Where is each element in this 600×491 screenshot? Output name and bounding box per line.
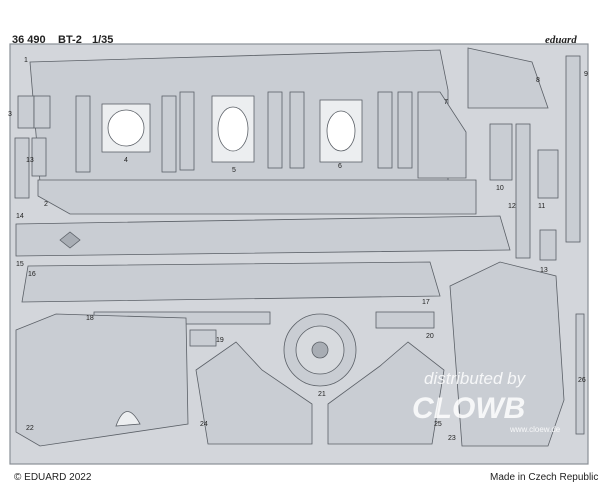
rib bbox=[267, 91, 283, 169]
part-26 bbox=[575, 313, 585, 435]
svg-text:6: 6 bbox=[338, 163, 342, 170]
svg-text:10: 10 bbox=[496, 185, 504, 192]
svg-text:22: 22 bbox=[26, 425, 34, 432]
kit-name: BT-2 bbox=[58, 34, 82, 46]
copyright-text: © EDUARD 2022 bbox=[14, 472, 92, 483]
part-25 bbox=[327, 341, 445, 445]
svg-text:12: 12 bbox=[508, 203, 516, 210]
part-3 bbox=[33, 95, 51, 129]
svg-text:11: 11 bbox=[538, 203, 545, 210]
part-10 bbox=[489, 123, 513, 181]
part-13 bbox=[14, 137, 30, 199]
svg-text:17: 17 bbox=[422, 299, 430, 306]
svg-text:5: 5 bbox=[232, 167, 236, 174]
svg-text:9: 9 bbox=[584, 71, 588, 78]
svg-text:21: 21 bbox=[318, 391, 326, 398]
svg-text:2: 2 bbox=[44, 201, 48, 208]
svg-text:3: 3 bbox=[8, 111, 12, 118]
rib bbox=[75, 95, 91, 173]
svg-text:4: 4 bbox=[124, 157, 128, 164]
svg-text:14: 14 bbox=[16, 213, 24, 220]
part-13 bbox=[539, 229, 557, 261]
rib bbox=[161, 95, 177, 173]
part-number: 1 bbox=[24, 57, 28, 64]
svg-text:13: 13 bbox=[26, 157, 34, 164]
part-16 bbox=[21, 261, 441, 303]
part-9 bbox=[565, 55, 581, 243]
brand-logo: eduard bbox=[545, 34, 577, 46]
rib bbox=[289, 91, 305, 169]
part-8 bbox=[467, 47, 549, 109]
part-20 bbox=[375, 311, 435, 329]
svg-text:7: 7 bbox=[444, 99, 448, 106]
part-13 bbox=[31, 137, 47, 177]
svg-text:25: 25 bbox=[434, 421, 442, 428]
part-22 bbox=[15, 313, 189, 447]
svg-text:13: 13 bbox=[540, 267, 548, 274]
part-2 bbox=[37, 179, 477, 215]
part-12 bbox=[515, 123, 531, 259]
svg-text:23: 23 bbox=[448, 435, 456, 442]
part-23 bbox=[449, 261, 565, 447]
svg-text:www.cloew.de: www.cloew.de bbox=[509, 425, 561, 434]
svg-text:20: 20 bbox=[426, 333, 434, 340]
watermark: distributed by CLOWB www.cloew.de bbox=[412, 369, 561, 434]
part-11 bbox=[537, 149, 559, 199]
svg-text:24: 24 bbox=[200, 421, 208, 428]
svg-text:distributed by: distributed by bbox=[424, 369, 527, 388]
origin-text: Made in Czech Republic bbox=[490, 472, 599, 483]
svg-text:8: 8 bbox=[536, 77, 540, 84]
kit-scale: 1/35 bbox=[92, 34, 114, 46]
rib bbox=[179, 91, 195, 171]
svg-text:15: 15 bbox=[16, 261, 24, 268]
rib bbox=[377, 91, 393, 169]
svg-text:26: 26 bbox=[578, 377, 586, 384]
part-3 bbox=[17, 95, 35, 129]
sheet-code: 36 490 bbox=[12, 34, 46, 46]
part-7 bbox=[417, 91, 467, 179]
svg-text:19: 19 bbox=[216, 337, 224, 344]
rib bbox=[397, 91, 413, 169]
svg-text:18: 18 bbox=[86, 315, 94, 322]
part-14 bbox=[15, 215, 511, 257]
part-19 bbox=[189, 329, 217, 347]
svg-text:CLOWB: CLOWB bbox=[412, 392, 525, 425]
svg-text:16: 16 bbox=[28, 271, 36, 278]
part-24 bbox=[195, 341, 313, 445]
